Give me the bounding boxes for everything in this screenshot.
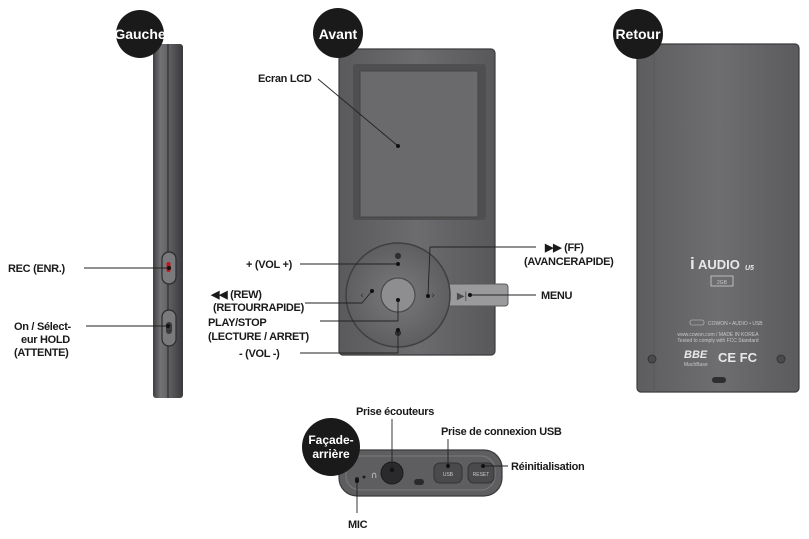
brand-name: AUDIO xyxy=(698,257,740,272)
label-play-line2: (LECTURE / ARRET) xyxy=(208,331,309,343)
label-usb: Prise de connexion USB xyxy=(441,426,562,438)
callout-labels: Ecran LCD REC (ENR.) On / Sélect- eur HO… xyxy=(8,73,614,531)
svg-text:RESET: RESET xyxy=(473,472,490,478)
badge-gauche xyxy=(116,10,164,58)
label-on-line1: On / Sélect- xyxy=(14,321,72,333)
back-fcc-note: Tested to comply with FCC Standard xyxy=(677,338,758,344)
label-lcd: Ecran LCD xyxy=(258,73,312,85)
capacity-label: 2GB xyxy=(717,280,728,286)
label-on-line3: (ATTENTE) xyxy=(14,347,69,359)
svg-text:COWON • AUDIO • USB: COWON • AUDIO • USB xyxy=(708,321,763,327)
brand-i: i xyxy=(690,254,695,273)
svg-text:▶|: ▶| xyxy=(457,291,467,302)
label-rew-line2: (RETOURRAPIDE) xyxy=(213,302,305,314)
back-device-body xyxy=(637,44,799,392)
strap-hole xyxy=(712,377,726,383)
badge-avant xyxy=(313,8,363,58)
badge-retour-text: Retour xyxy=(615,26,661,42)
badge-bottom-line1: Façade- xyxy=(308,433,353,447)
label-on-line2: eur HOLD xyxy=(21,334,70,346)
label-earphone: Prise écouteurs xyxy=(356,406,434,418)
reset-port xyxy=(467,462,495,484)
lcd-screen xyxy=(359,70,479,218)
svg-text:›: › xyxy=(431,291,435,301)
svg-text:USB: USB xyxy=(443,472,454,478)
back-view: i AUDIO U5 2GB COWON • AUDIO • USB www.c… xyxy=(613,9,800,393)
badge-gauche-text: Gauche xyxy=(114,26,166,42)
certification-marks: CE FC xyxy=(718,350,758,365)
svg-text:●: ● xyxy=(395,251,402,260)
label-rew-line1: ◀◀ (REW) xyxy=(210,289,262,301)
brand-model: U5 xyxy=(745,265,754,272)
screw-left xyxy=(647,354,657,364)
left-side-view: Gauche xyxy=(114,10,183,398)
svg-text:‹: ‹ xyxy=(360,291,364,301)
label-rec: REC (ENR.) xyxy=(8,263,66,275)
label-ff-line1: ▶▶ (FF) xyxy=(544,242,584,254)
back-web-text: www.cowon.com / MADE IN KOREA xyxy=(677,332,759,338)
label-ff-line2: (AVANCERAPIDE) xyxy=(524,256,614,268)
label-mic: MIC xyxy=(348,519,368,531)
leader-lines xyxy=(84,78,536,513)
label-vol-plus: + (VOL +) xyxy=(246,259,293,271)
headphone-icon: ∩ xyxy=(371,471,378,481)
bbe-sub: MachBase xyxy=(684,362,708,368)
label-play-line1: PLAY/STOP xyxy=(208,317,266,329)
front-view: ▶| ● ● ‹ › Avant xyxy=(313,8,509,356)
badge-avant-text: Avant xyxy=(319,26,358,42)
badge-retour xyxy=(613,9,663,59)
badge-bottom-line2: arrière xyxy=(312,447,350,461)
screw-right xyxy=(776,354,786,364)
label-menu: MENU xyxy=(541,290,573,302)
bottom-view: ∩ USB RESET Façade- arrière xyxy=(302,418,503,497)
badge-facade-arriere xyxy=(302,418,360,476)
label-vol-minus: - (VOL -) xyxy=(239,348,280,360)
label-reset: Réinitialisation xyxy=(511,461,585,473)
bbe-logo: BBE xyxy=(684,349,708,361)
leader-dots xyxy=(166,144,485,483)
